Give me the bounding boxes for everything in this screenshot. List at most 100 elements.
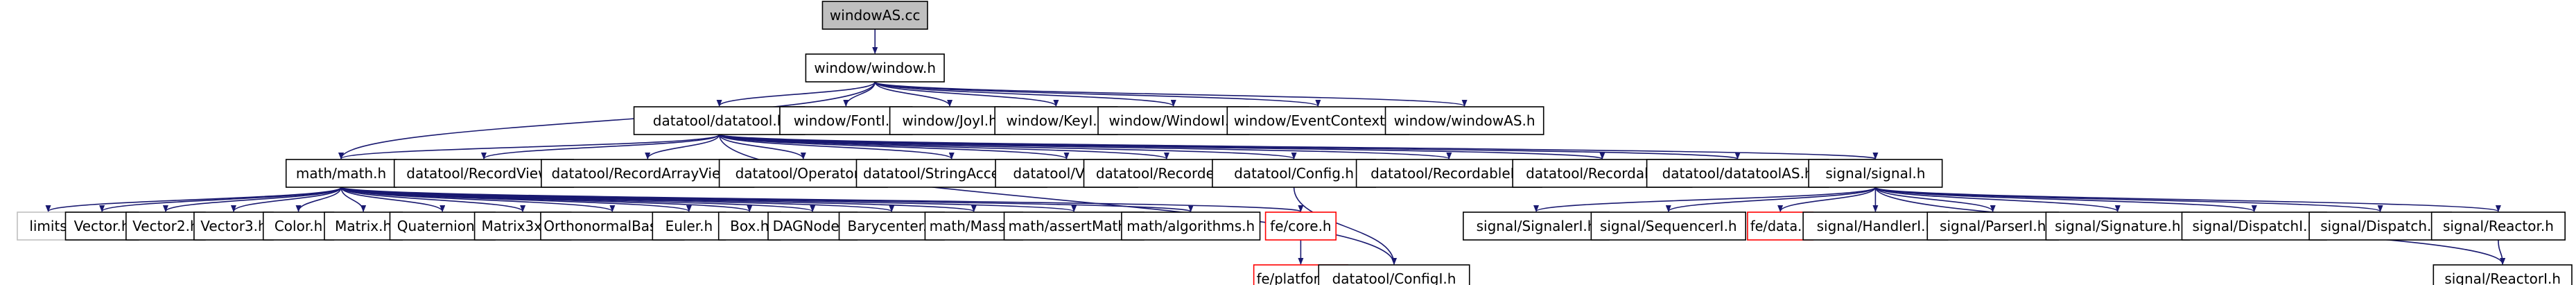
node-DispatchI-h[interactable]: signal/DispatchI.h [2181, 211, 2327, 241]
node-box [805, 53, 945, 83]
node-RecordArrayView-h[interactable]: datatool/RecordArrayView.h [541, 159, 755, 188]
node-label: Quaternion.h [397, 218, 488, 234]
node-box [1318, 264, 1470, 285]
node-Dispatch-h[interactable]: signal/Dispatch.h [2308, 211, 2452, 241]
node-WindowI-h[interactable]: window/WindowI.h [1097, 106, 1250, 135]
node-KeyI-h[interactable]: window/KeyI.h [994, 106, 1118, 135]
node-algorithms-h[interactable]: math/algorithms.h [1121, 211, 1261, 241]
node-label: Matrix.h [335, 218, 392, 234]
node-label: math/assertMath.h [1008, 218, 1140, 234]
node-box [1926, 211, 2060, 241]
node-SequencerI-h[interactable]: signal/SequencerI.h [1590, 211, 1747, 241]
node-JoyI-h[interactable]: window/JoyI.h [889, 106, 1011, 135]
node-box [1003, 211, 1145, 241]
node-label: Vector3.h [200, 218, 267, 234]
edge-math_h-to-limits [45, 187, 342, 212]
node-label: signal/ParserI.h [1940, 218, 2046, 234]
edge-window_h-to-JoyI_h [874, 81, 953, 107]
node-Vector3-h[interactable]: Vector3.h [193, 211, 274, 241]
node-box [285, 159, 397, 188]
edge-datatool_h-to-signal_h [718, 134, 1878, 159]
node-box [125, 211, 206, 241]
node-box [2430, 211, 2566, 241]
node-box [262, 211, 335, 241]
node-label: datatool/ConfigI.h [1332, 270, 1456, 285]
node-box [1212, 159, 1377, 188]
node-signal-h[interactable]: signal/signal.h [1808, 159, 1943, 188]
node-EventContextI-h[interactable]: window/EventContextI.h [1226, 106, 1410, 135]
node-label: window/window.h [814, 60, 936, 76]
edge-signal_h-to-SequencerI_h [1665, 187, 1877, 212]
node-datatoolAS-h[interactable]: datatool/datatoolAS.h [1646, 159, 1829, 188]
node-label: Barycenter.h [847, 218, 936, 234]
node-label: datatool/datatoolAS.h [1662, 165, 1813, 182]
node-label: signal/Dispatch.h [2320, 218, 2440, 234]
node-windowAS-h[interactable]: window/windowAS.h [1384, 106, 1544, 135]
node-label: math/algorithms.h [1126, 218, 1255, 234]
edge-math_h-to-OrthonormalBasis_h [340, 187, 616, 212]
edge-math_h-to-Vector2_h [163, 187, 342, 212]
edge-math_h-to-Color_h [295, 187, 342, 212]
node-RecordableI-h[interactable]: datatool/RecordableI.h [1355, 159, 1542, 188]
node-box [821, 1, 928, 30]
node-HandlerI-h[interactable]: signal/HandlerI.h [1802, 211, 1949, 241]
edge-signal_h-to-SignalerI_h [1533, 187, 1877, 212]
node-Reactor-h[interactable]: signal/Reactor.h [2430, 211, 2566, 241]
node-label: datatool/RecordView.h [406, 165, 561, 182]
node-math-h[interactable]: math/math.h [285, 159, 397, 188]
node-SignalerI-h[interactable]: signal/SignalerI.h [1463, 211, 1610, 241]
node-label: Euler.h [665, 218, 713, 234]
node-label: window/JoyI.h [902, 112, 998, 129]
node-ParserI-h[interactable]: signal/ParserI.h [1926, 211, 2060, 241]
node-box [541, 159, 755, 188]
node-box [2433, 264, 2573, 285]
edge-datatool_h-to-View_h [718, 134, 1070, 159]
edge-datatool_h-to-StringAccessor_h [718, 134, 955, 159]
node-box [1747, 211, 1814, 241]
edge-window_h-to-datatool_h [716, 81, 876, 107]
node-label: math/Mass.h [930, 218, 1018, 234]
node-fe-core-h[interactable]: fe/core.h [1264, 211, 1337, 241]
node-box [1590, 211, 1747, 241]
node-label: signal/Reactor.h [2443, 218, 2554, 234]
node-label: windowAS.cc [830, 7, 921, 24]
node-box [633, 106, 806, 135]
edge-signal_h-to-Signature_h [1874, 187, 2121, 212]
node-label: signal/Signature.h [2055, 218, 2180, 234]
node-fe-data-h[interactable]: fe/data.h [1747, 211, 1814, 241]
node-Config-h[interactable]: datatool/Config.h [1212, 159, 1377, 188]
edge-math_h-to-Vector_h [99, 187, 342, 212]
edge-signal_h-to-DispatchI_h [1874, 187, 2257, 212]
edge-datatool_h-to-Operator_h [718, 134, 806, 159]
node-Signature-h[interactable]: signal/Signature.h [2045, 211, 2191, 241]
node-datatool-h[interactable]: datatool/datatool.h [633, 106, 806, 135]
node-Color-h[interactable]: Color.h [262, 211, 335, 241]
node-Vector2-h[interactable]: Vector2.h [125, 211, 206, 241]
node-label: datatool/datatool.h [653, 112, 786, 129]
edge-window_h-to-WindowI_h [874, 81, 1176, 107]
edge-datatool_h-to-RecorderI_h [718, 134, 1169, 159]
node-label: limits [29, 218, 67, 234]
node-label: math/math.h [296, 165, 386, 182]
node-Euler-h[interactable]: Euler.h [652, 211, 726, 241]
edge-math_h-to-Vector3_h [231, 187, 342, 212]
node-ConfigI-h[interactable]: datatool/ConfigI.h [1318, 264, 1470, 285]
node-box [1463, 211, 1610, 241]
edge-Config_h-to-ConfigI_h [1293, 187, 1397, 265]
node-ReactorI-h[interactable]: signal/ReactorI.h [2433, 264, 2573, 285]
node-box [994, 106, 1118, 135]
node-window-h[interactable]: window/window.h [805, 53, 945, 83]
node-label: Color.h [275, 218, 322, 234]
node-windowAS-cc[interactable]: windowAS.cc [821, 1, 928, 30]
node-label: window/windowAS.h [1394, 112, 1535, 129]
node-label: window/FontI.h [794, 112, 898, 129]
node-label: Vector.h [74, 218, 130, 234]
edge-signal_h-to-ParserI_h [1874, 187, 1996, 212]
node-assertMath-h[interactable]: math/assertMath.h [1003, 211, 1145, 241]
node-box [1226, 106, 1410, 135]
edge-signal_h-to-fe_data_h [1777, 187, 1877, 212]
node-label: fe/core.h [1270, 218, 1331, 234]
edge-math_h-to-Quaternion_h [340, 187, 446, 212]
edge-math_h-to-Matrix_h [340, 187, 367, 212]
